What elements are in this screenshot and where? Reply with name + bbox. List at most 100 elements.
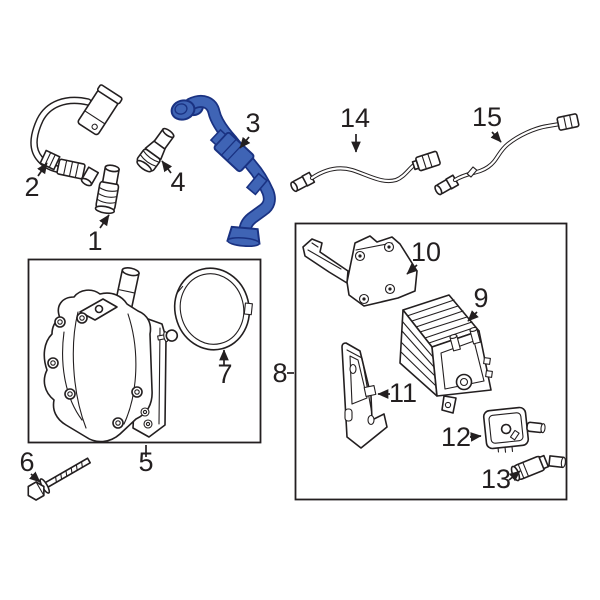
callout-12[interactable]: 12 <box>441 422 482 452</box>
foot-open-end <box>226 236 261 247</box>
tip-end <box>434 184 443 196</box>
pump-contour-mid <box>72 311 87 429</box>
connector-pin-hole <box>91 123 98 130</box>
end-cap-inner <box>174 103 188 115</box>
hex-facet-line <box>35 481 45 497</box>
stub-body <box>363 385 377 397</box>
pump-contour-right <box>123 313 137 425</box>
part-label-3[interactable]: 3 <box>245 108 260 138</box>
part-14-sensor-artwork[interactable] <box>289 150 441 193</box>
part-label-12[interactable]: 12 <box>441 422 471 452</box>
part-label-4[interactable]: 4 <box>170 167 185 197</box>
part-10-bracket-artwork[interactable] <box>302 235 418 307</box>
callout-10[interactable]: 10 <box>406 237 441 275</box>
part-label-1[interactable]: 1 <box>87 226 102 256</box>
rib-bottom <box>136 159 153 173</box>
part-label-10[interactable]: 10 <box>411 237 441 267</box>
plate-hole <box>349 363 357 375</box>
callout-13[interactable]: 13 <box>481 464 521 494</box>
callout-10-arrow <box>406 263 418 275</box>
part-6-bolt-artwork[interactable] <box>24 454 93 503</box>
bolt-boss <box>47 357 59 369</box>
part-label-5[interactable]: 5 <box>138 447 153 477</box>
connector-cap <box>96 84 123 105</box>
valve-nipple <box>500 423 512 435</box>
callout-1[interactable]: 1 <box>87 214 110 256</box>
bolt-threads <box>55 461 83 483</box>
callout-5[interactable]: 5 <box>138 445 154 477</box>
top-face-ribs <box>406 299 477 344</box>
sensor-elbow <box>548 455 566 469</box>
callout-2-arrow <box>37 162 48 177</box>
callout-4[interactable]: 4 <box>161 160 186 197</box>
callout-9-arrow <box>467 310 479 322</box>
sensor-collar <box>538 454 550 470</box>
plate-stub <box>363 385 377 397</box>
group-box-parts-8-13 <box>294 222 568 501</box>
part-label-9[interactable]: 9 <box>473 283 488 313</box>
part-7-seal-ring-artwork[interactable] <box>166 259 261 357</box>
barb-ribs <box>96 186 119 204</box>
callout-13-arrow <box>508 470 521 482</box>
left-face-ribs <box>400 320 437 387</box>
bolt-boss-inner <box>57 319 63 325</box>
front-recess <box>440 340 485 390</box>
sensor-tip <box>290 171 316 193</box>
callout-7[interactable]: 7 <box>217 349 233 389</box>
hole-dot <box>388 287 392 291</box>
canister-boss <box>455 373 473 391</box>
callout-9[interactable]: 9 <box>467 283 489 322</box>
part-label-6[interactable]: 6 <box>19 447 34 477</box>
part-label-15[interactable]: 15 <box>472 102 502 132</box>
callout-8[interactable]: 8 <box>272 358 294 388</box>
callout-2[interactable]: 2 <box>24 162 48 202</box>
callout-1-arrow <box>99 214 110 229</box>
callout-6[interactable]: 6 <box>19 447 41 483</box>
callout-12-arrow <box>469 432 482 442</box>
sensor-connector <box>556 113 580 131</box>
callout-15[interactable]: 15 <box>472 102 502 143</box>
part-label-8[interactable]: 8 <box>272 358 287 388</box>
flange-hole <box>140 407 150 417</box>
connector-tab <box>209 128 227 146</box>
part-3-highlighted-tube-artwork[interactable] <box>169 94 276 247</box>
canister-port <box>469 326 481 345</box>
part-13-sensor-artwork[interactable] <box>510 447 569 487</box>
cable-body <box>310 163 416 183</box>
callout-11[interactable]: 11 <box>377 378 417 408</box>
part-label-14[interactable]: 14 <box>340 103 370 133</box>
tab-body <box>243 302 253 316</box>
valve-stem <box>526 421 546 434</box>
hole-dot <box>362 297 366 301</box>
bolt-boss <box>76 312 88 324</box>
connector-seams <box>421 153 433 170</box>
side-clip <box>483 357 491 365</box>
part-11-bracket-plate-artwork[interactable] <box>341 342 388 449</box>
ring-tab <box>243 302 253 316</box>
callout-3[interactable]: 3 <box>239 108 261 149</box>
sensor-ribs <box>517 461 530 479</box>
canister-port <box>449 333 461 352</box>
hole-dot <box>387 245 391 249</box>
part-15-sensor-artwork[interactable] <box>433 113 580 196</box>
part-label-7[interactable]: 7 <box>217 359 232 389</box>
part-12-valve-artwork[interactable] <box>482 405 548 454</box>
part-label-13[interactable]: 13 <box>481 464 511 494</box>
part-label-2[interactable]: 2 <box>24 172 39 202</box>
bolt-shaft <box>43 457 91 489</box>
bracket-hook <box>302 238 349 284</box>
canister-front-face <box>431 330 492 397</box>
part-label-11[interactable]: 11 <box>389 378 417 408</box>
fitting-ribs <box>63 159 79 179</box>
callout-14[interactable]: 14 <box>340 103 370 153</box>
part-4-fitting-artwork[interactable] <box>134 125 178 174</box>
part-5-vacuum-pump-artwork[interactable] <box>43 267 179 443</box>
part-9-canister-artwork[interactable] <box>399 294 493 414</box>
nipple-stem <box>509 429 520 441</box>
hook-fold-line <box>307 242 342 270</box>
side-clip <box>485 370 493 378</box>
part-1-hose-artwork[interactable] <box>94 164 122 215</box>
canister-boss-inner <box>459 377 469 387</box>
pump-contour-left <box>62 331 83 421</box>
